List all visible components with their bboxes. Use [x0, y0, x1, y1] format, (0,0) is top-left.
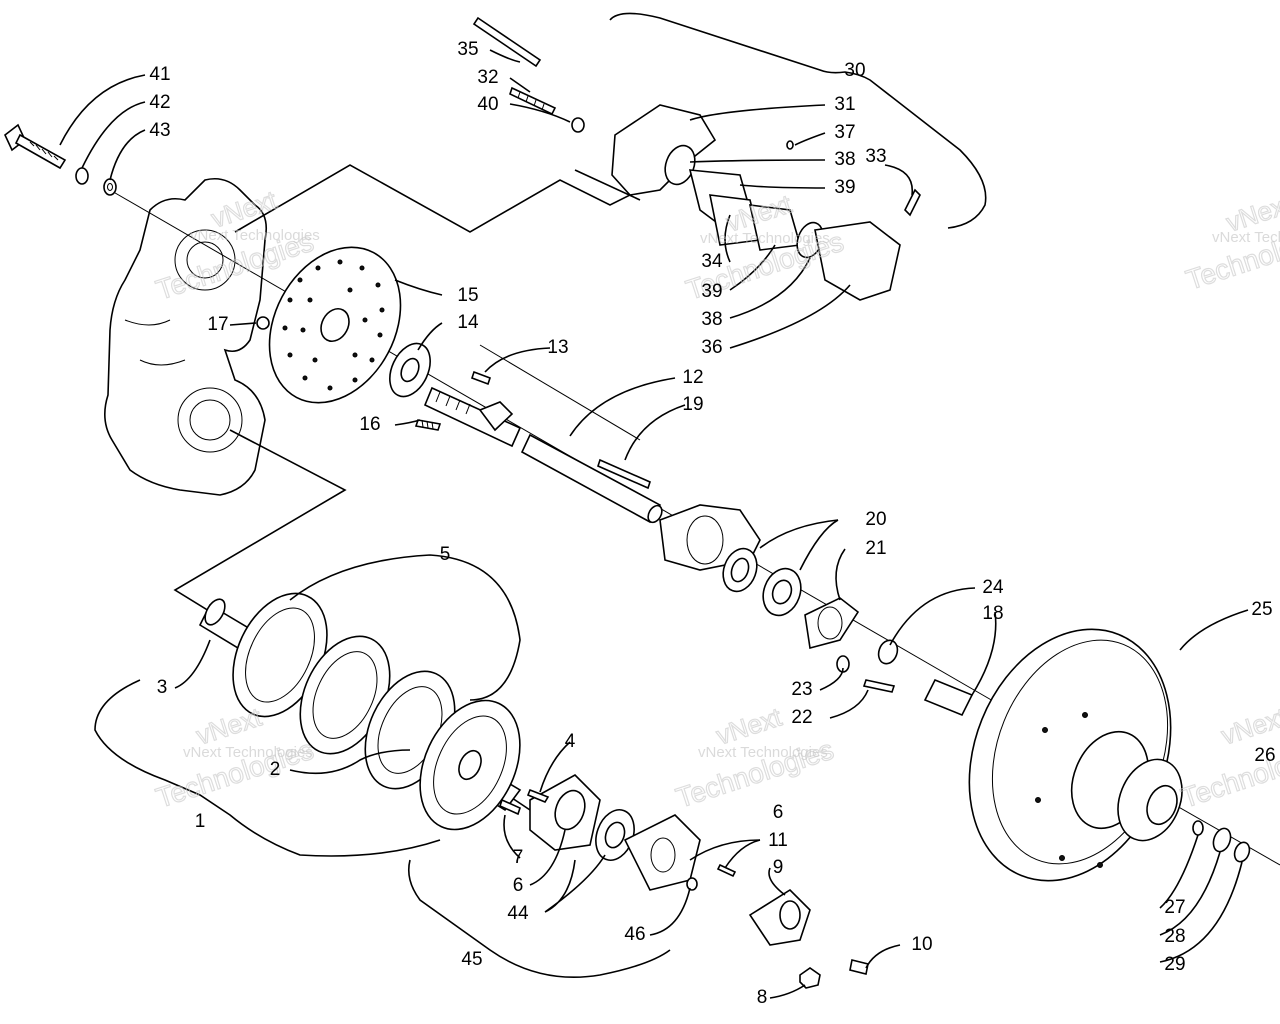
brake-disc: [268, 246, 402, 404]
callout-22: 22: [791, 707, 812, 728]
callout-46: 46: [624, 924, 645, 945]
drive-sprockets: [198, 592, 522, 831]
callout-4: 4: [565, 731, 576, 752]
callout-42: 42: [149, 92, 170, 113]
bolt-41-assembly: [4, 123, 117, 196]
callout-39b: 39: [701, 281, 722, 302]
callout-30: 30: [844, 60, 865, 81]
callout-9: 9: [773, 857, 784, 878]
callout-23: 23: [791, 679, 812, 700]
brake-caliper: [472, 16, 921, 301]
callout-40: 40: [477, 94, 498, 115]
callout-5: 5: [440, 544, 451, 565]
callout-38a: 38: [834, 149, 855, 170]
callout-28: 28: [1164, 926, 1185, 947]
watermark-text: vNext Technologies: [190, 227, 320, 244]
callout-32: 32: [477, 67, 498, 88]
lower-bearing-flange: [499, 774, 869, 989]
callout-25: 25: [1251, 599, 1272, 620]
splined-shaft: [423, 370, 663, 524]
callout-16: 16: [359, 414, 380, 435]
callout-10: 10: [911, 934, 932, 955]
callout-29: 29: [1164, 954, 1185, 975]
callout-44: 44: [507, 903, 529, 924]
callout-2: 2: [270, 759, 281, 780]
callout-21: 21: [865, 538, 886, 559]
large-sprocket: [968, 628, 1251, 882]
callout-1: 1: [195, 811, 206, 832]
watermark-text: vNext Technologies: [698, 744, 828, 761]
callout-labels: 41 42 43 35 32 40 30 31 37 38 39 33 34 3…: [149, 39, 1275, 1008]
watermark-text: vNext: [1218, 701, 1280, 750]
callout-13: 13: [547, 337, 568, 358]
bearing-housing-right: [659, 504, 974, 717]
callout-15: 15: [457, 285, 478, 306]
callout-36: 36: [701, 337, 722, 358]
watermark-text: vNext Technologies: [1212, 229, 1280, 246]
watermark-text: vNext Technologies: [700, 230, 830, 247]
gear-housing: [104, 177, 268, 496]
group-brackets: [94, 12, 987, 978]
callout-8: 8: [757, 987, 768, 1008]
callout-33: 33: [865, 146, 886, 167]
callout-31: 31: [834, 94, 855, 115]
callout-41: 41: [149, 64, 170, 85]
callout-6a: 6: [773, 802, 784, 823]
callout-38b: 38: [701, 309, 722, 330]
callout-17: 17: [207, 314, 228, 335]
callout-19: 19: [682, 394, 703, 415]
callout-18: 18: [982, 603, 1003, 624]
watermark-text: vNext Technologies: [183, 744, 313, 761]
callout-27: 27: [1164, 897, 1185, 918]
callout-20: 20: [865, 509, 886, 530]
callout-11: 11: [768, 830, 788, 851]
callout-3: 3: [157, 677, 168, 698]
callout-34: 34: [701, 251, 723, 272]
callout-14: 14: [457, 312, 479, 333]
callout-7: 7: [513, 847, 524, 868]
callout-35: 35: [457, 39, 478, 60]
callout-45: 45: [461, 949, 482, 970]
callout-12: 12: [682, 367, 703, 388]
leader-lines: [59, 49, 1249, 999]
callout-6b: 6: [513, 875, 524, 896]
callout-37: 37: [834, 122, 855, 143]
callout-39a: 39: [834, 177, 855, 198]
callout-24: 24: [982, 577, 1004, 598]
callout-43: 43: [149, 120, 170, 141]
callout-26: 26: [1254, 745, 1275, 766]
